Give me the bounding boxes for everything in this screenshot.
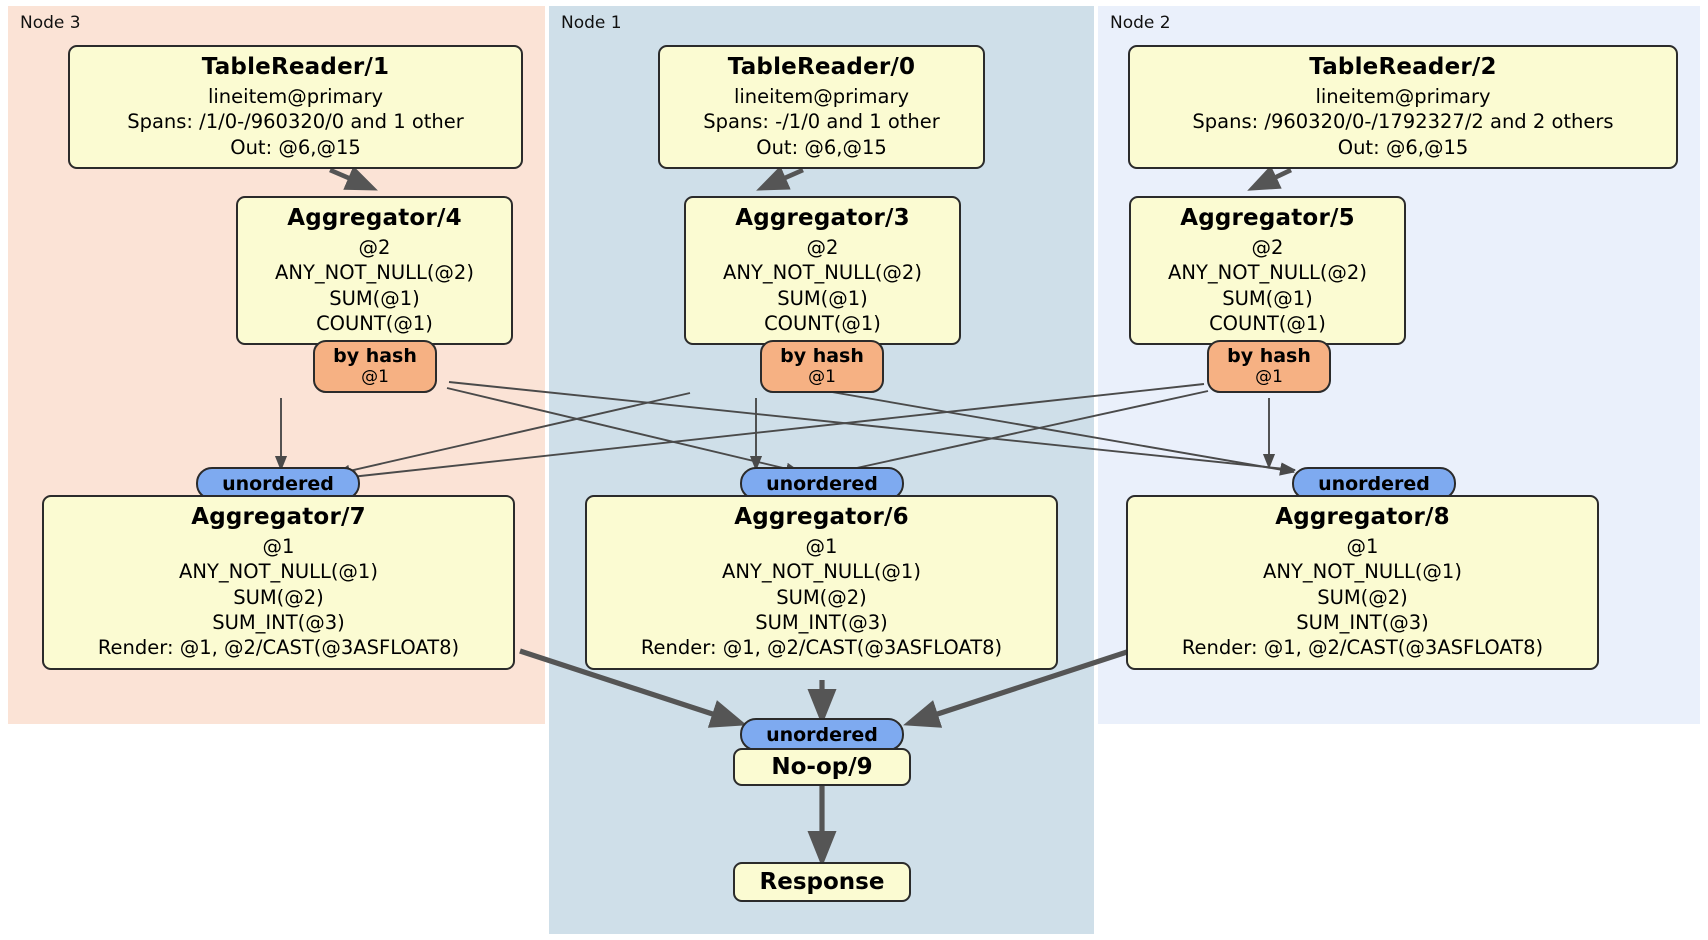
processor-aggregator-6[interactable]: Aggregator/6 @1 ANY_NOT_NULL(@1) SUM(@2)… <box>585 495 1058 670</box>
processor-title: Aggregator/5 <box>1180 205 1355 231</box>
processor-aggregator-4[interactable]: Aggregator/4 @2 ANY_NOT_NULL(@2) SUM(@1)… <box>236 196 513 346</box>
processor-tablereader-0[interactable]: TableReader/0 lineitem@primary Spans: -/… <box>658 45 985 169</box>
processor-detail-agg-2: SUM(@2) <box>776 585 867 609</box>
router-type-label: by hash <box>1227 345 1311 367</box>
processor-detail-agg-3: COUNT(@1) <box>316 311 433 335</box>
processor-detail-agg-2: SUM(@2) <box>233 585 324 609</box>
router-column-label: @1 <box>361 367 389 388</box>
processor-detail-groupcol: @2 <box>358 235 391 259</box>
processor-detail-spans: Spans: /1/0-/960320/0 and 1 other <box>127 110 464 134</box>
processor-detail-agg-3: COUNT(@1) <box>1209 311 1326 335</box>
processor-detail-render: Render: @1, @2/CAST(@3ASFLOAT8) <box>640 636 1003 660</box>
processor-detail-out: Out: @6,@15 <box>756 135 887 159</box>
router-type-label: by hash <box>333 345 417 367</box>
router-type-label: unordered <box>222 472 334 495</box>
processor-title: Aggregator/4 <box>287 205 462 231</box>
processor-title: Aggregator/3 <box>735 205 910 231</box>
router-by-hash-node3[interactable]: by hash @1 <box>313 340 437 394</box>
processor-detail-table: lineitem@primary <box>207 84 384 108</box>
processor-detail-agg-3: SUM_INT(@3) <box>212 610 345 634</box>
processor-detail-render: Render: @1, @2/CAST(@3ASFLOAT8) <box>1181 636 1544 660</box>
processor-detail-out: Out: @6,@15 <box>1337 135 1469 159</box>
node-panel-label-node3: Node 3 <box>20 13 81 33</box>
router-unordered-node3[interactable]: unordered <box>196 467 360 500</box>
processor-title: TableReader/1 <box>201 54 390 80</box>
router-column-label: @1 <box>1255 367 1283 388</box>
processor-aggregator-3[interactable]: Aggregator/3 @2 ANY_NOT_NULL(@2) SUM(@1)… <box>684 196 961 346</box>
processor-detail-table: lineitem@primary <box>1315 84 1491 108</box>
processor-detail-agg-3: SUM_INT(@3) <box>1296 610 1429 634</box>
processor-tablereader-2[interactable]: TableReader/2 lineitem@primary Spans: /9… <box>1128 45 1678 169</box>
processor-detail-groupcol: @2 <box>806 235 839 259</box>
router-type-label: unordered <box>766 723 878 746</box>
processor-no-op-9[interactable]: No-op/9 <box>733 748 911 786</box>
processor-detail-table: lineitem@primary <box>733 84 910 108</box>
router-column-label: @1 <box>808 367 836 388</box>
processor-detail-agg-2: SUM(@2) <box>1317 585 1408 609</box>
processor-detail-agg-1: ANY_NOT_NULL(@1) <box>722 560 921 584</box>
router-unordered-node1[interactable]: unordered <box>740 467 904 500</box>
processor-detail-agg-2: SUM(@1) <box>329 286 420 310</box>
processor-detail-agg-2: SUM(@1) <box>777 286 868 310</box>
processor-detail-agg-2: SUM(@1) <box>1222 286 1313 310</box>
router-by-hash-node2[interactable]: by hash @1 <box>1207 340 1331 394</box>
router-by-hash-node1[interactable]: by hash @1 <box>760 340 884 394</box>
router-type-label: unordered <box>766 472 878 495</box>
processor-aggregator-8[interactable]: Aggregator/8 @1 ANY_NOT_NULL(@1) SUM(@2)… <box>1126 495 1599 670</box>
processor-detail-groupcol: @1 <box>262 534 295 558</box>
processor-aggregator-7[interactable]: Aggregator/7 @1 ANY_NOT_NULL(@1) SUM(@2)… <box>42 495 515 670</box>
processor-title: No-op/9 <box>771 754 873 780</box>
processor-aggregator-5[interactable]: Aggregator/5 @2 ANY_NOT_NULL(@2) SUM(@1)… <box>1129 196 1406 346</box>
processor-title: Response <box>759 869 885 895</box>
processor-detail-agg-1: ANY_NOT_NULL(@2) <box>275 261 474 285</box>
processor-detail-agg-3: SUM_INT(@3) <box>755 610 888 634</box>
node-panel-label-node2: Node 2 <box>1110 13 1171 33</box>
processor-detail-groupcol: @1 <box>1346 534 1379 558</box>
processor-response[interactable]: Response <box>733 862 911 902</box>
processor-detail-spans: Spans: -/1/0 and 1 other <box>703 110 940 134</box>
processor-detail-agg-1: ANY_NOT_NULL(@2) <box>723 261 922 285</box>
processor-detail-groupcol: @2 <box>1251 235 1284 259</box>
processor-detail-agg-3: COUNT(@1) <box>764 311 881 335</box>
processor-detail-out: Out: @6,@15 <box>230 135 361 159</box>
processor-detail-spans: Spans: /960320/0-/1792327/2 and 2 others <box>1192 110 1614 134</box>
processor-title: Aggregator/8 <box>1275 504 1450 530</box>
processor-detail-render: Render: @1, @2/CAST(@3ASFLOAT8) <box>97 636 460 660</box>
router-unordered-final[interactable]: unordered <box>740 718 904 751</box>
router-type-label: by hash <box>780 345 864 367</box>
processor-title: TableReader/0 <box>727 54 916 80</box>
processor-detail-agg-1: ANY_NOT_NULL(@1) <box>179 560 378 584</box>
processor-title: Aggregator/6 <box>734 504 909 530</box>
processor-title: TableReader/2 <box>1309 54 1497 80</box>
processor-tablereader-1[interactable]: TableReader/1 lineitem@primary Spans: /1… <box>68 45 523 169</box>
processor-detail-groupcol: @1 <box>805 534 838 558</box>
router-type-label: unordered <box>1318 472 1430 495</box>
processor-detail-agg-1: ANY_NOT_NULL(@1) <box>1263 560 1462 584</box>
node-panel-label-node1: Node 1 <box>561 13 622 33</box>
processor-title: Aggregator/7 <box>191 504 366 530</box>
processor-detail-agg-1: ANY_NOT_NULL(@2) <box>1168 261 1367 285</box>
